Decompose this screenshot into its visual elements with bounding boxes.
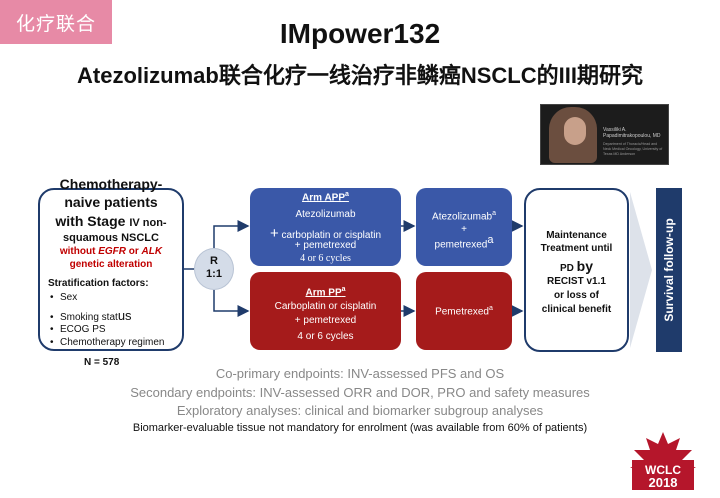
maintenance-line-6: clinical benefit	[541, 304, 612, 315]
section-tag: 化疗联合	[0, 0, 112, 44]
maintenance-app-pemetrexed: pemetrexeda	[434, 234, 494, 251]
patients-line-4: squamous NSCLC	[63, 232, 159, 244]
arm-pp-title: Arm PPa	[305, 286, 346, 299]
maintenance-pp-box: Pemetrexeda	[416, 272, 512, 350]
speaker-affiliation: Department of Thoracic/Head and Neck Med…	[603, 142, 663, 156]
maintenance-line-1: Maintenance	[546, 230, 607, 241]
maintenance-line-5: or loss of	[553, 290, 599, 301]
patients-line-6: genetic alteration	[69, 259, 153, 270]
patients-line-2: naive patients	[64, 194, 158, 210]
strat-item: •Smoking status	[50, 308, 132, 323]
arrow-to-survival	[630, 192, 652, 348]
arm-app-cycles: 4 or 6 cycles	[300, 253, 351, 264]
strat-item: •ECOG PS	[50, 324, 106, 335]
arm-app-title: Arm APPa	[302, 191, 349, 204]
arm-app-box: Arm APPa Atezolizumab + carboplatin or c…	[250, 188, 401, 266]
secondary-endpoints: Secondary endpoints: INV-assessed ORR an…	[130, 385, 590, 400]
biomarker-note: Biomarker-evaluable tissue not mandatory…	[132, 422, 588, 434]
arm-app-chemo: + carboplatin or cisplatin	[269, 225, 382, 242]
slide-subtitle: Atezolizumab联合化疗一线治疗非鳞癌NSCLC的III期研究	[77, 63, 643, 88]
patient-population-box: Chemotherapy- naive patients with Stage …	[38, 176, 184, 351]
maintenance-line-2: Treatment until	[540, 243, 613, 254]
patients-line-5c: or	[125, 246, 142, 257]
randomization-r: R	[210, 255, 218, 267]
randomization-ratio: 1:1	[206, 268, 222, 280]
speaker-avatar	[549, 107, 597, 163]
strat-item: •Chemotherapy regimen	[50, 337, 165, 348]
sample-size: N = 578	[84, 357, 120, 368]
maintenance-line-4: RECIST v1.1	[547, 276, 606, 287]
survival-label: Survival follow-up	[662, 218, 676, 322]
arrow-to-arm-app	[213, 220, 250, 248]
exploratory-analyses: Exploratory analyses: clinical and bioma…	[176, 403, 544, 418]
speaker-video-thumbnail[interactable]: Vassiliki A. Papadimitrakopoulou, MD Dep…	[540, 104, 669, 165]
arm-pp-pemetrexed: + pemetrexed	[294, 315, 357, 326]
maintenance-pp-drug: Pemetrexeda	[435, 305, 493, 318]
randomization-node: R 1:1	[194, 248, 234, 290]
maintenance-app-box: Atezolizumaba + pemetrexeda	[416, 188, 512, 266]
maintenance-criteria-box: Maintenance Treatment until PD by RECIST…	[524, 188, 629, 352]
speaker-name: Vassiliki A. Papadimitrakopoulou, MD	[603, 127, 661, 139]
maintenance-line-3: PD by	[559, 258, 593, 274]
arm-pp-box: Arm PPa Carboplatin or cisplatin + pemet…	[250, 272, 401, 350]
arm-pp-cycles: 4 or 6 cycles	[297, 331, 354, 342]
speaker-face	[564, 117, 586, 145]
wclc-logo-year: 2018	[649, 475, 678, 490]
maintenance-app-drug: Atezolizumaba	[432, 210, 496, 223]
arrow-to-arm-pp	[213, 290, 250, 317]
patients-line-1: Chemotherapy-	[59, 176, 163, 192]
strat-item: •Sex	[50, 292, 78, 303]
patients-egfr: EGFR	[98, 246, 126, 257]
strat-header: Stratification factors:	[48, 278, 149, 289]
arm-app-drug: Atezolizumab	[295, 209, 356, 220]
patients-line-3a: with Stage	[55, 213, 130, 229]
arm-pp-chemo: Carboplatin or cisplatin	[274, 301, 377, 312]
survival-follow-up-bar: Survival follow-up	[656, 188, 682, 352]
wclc-logo-name: WCLC	[645, 463, 681, 477]
wclc-logo: WCLC 2018	[630, 432, 696, 490]
primary-endpoints: Co-primary endpoints: INV-assessed PFS a…	[215, 366, 505, 381]
patients-line-5a: without	[59, 246, 99, 257]
arm-app-pemetrexed: + pemetrexed	[294, 240, 357, 251]
slide-title: IMpower132	[279, 18, 441, 49]
patients-alk: ALK	[141, 246, 163, 257]
patients-line-3b: IV non-	[129, 217, 167, 229]
maintenance-app-plus: +	[461, 224, 467, 235]
